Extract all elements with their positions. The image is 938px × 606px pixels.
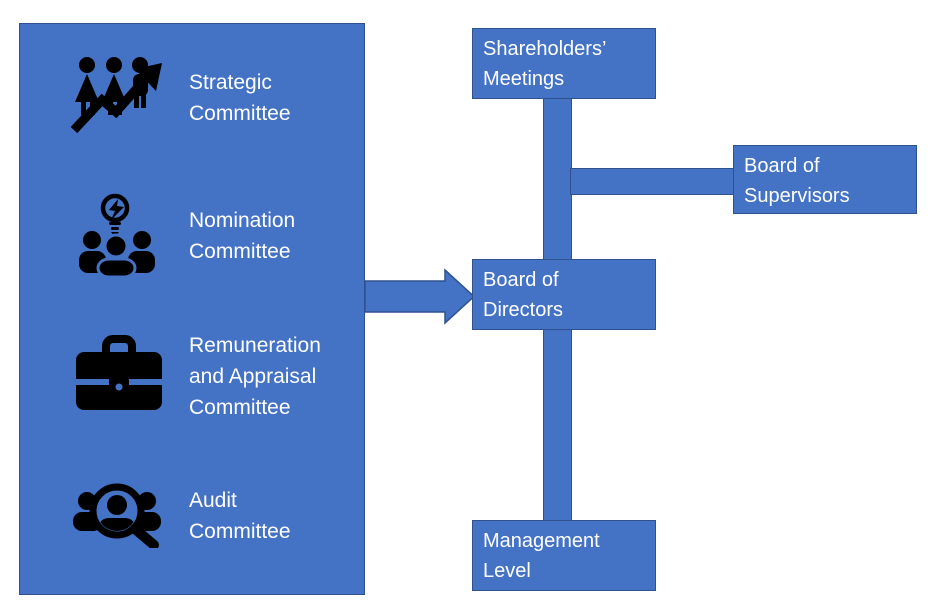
people-magnifier-icon <box>73 483 161 548</box>
committees-panel: Strategic Committee Nomination Committee… <box>19 23 365 595</box>
node-board-of-supervisors: Board of Supervisors <box>733 145 917 214</box>
connector-directors-management <box>543 329 572 521</box>
committees-to-directors-arrow <box>364 268 476 325</box>
node-board-of-directors: Board of Directors <box>472 259 656 330</box>
people-idea-bulb-icon <box>79 193 155 277</box>
committee-label-nomination: Nomination Committee <box>189 209 296 263</box>
committee-label-remuneration: Remuneration and Appraisal Committee <box>189 334 321 419</box>
people-growth-arrow-icon <box>71 57 162 134</box>
node-shareholders-meetings: Shareholders’ Meetings <box>472 28 656 99</box>
node-management-level: Management Level <box>472 520 656 591</box>
connector-shareholders-directors <box>543 98 572 260</box>
committee-label-audit: Audit Committee <box>189 489 291 543</box>
committee-label-strategic: Strategic Committee <box>189 71 291 125</box>
connector-to-supervisors <box>570 168 735 195</box>
briefcase-icon <box>76 335 162 410</box>
